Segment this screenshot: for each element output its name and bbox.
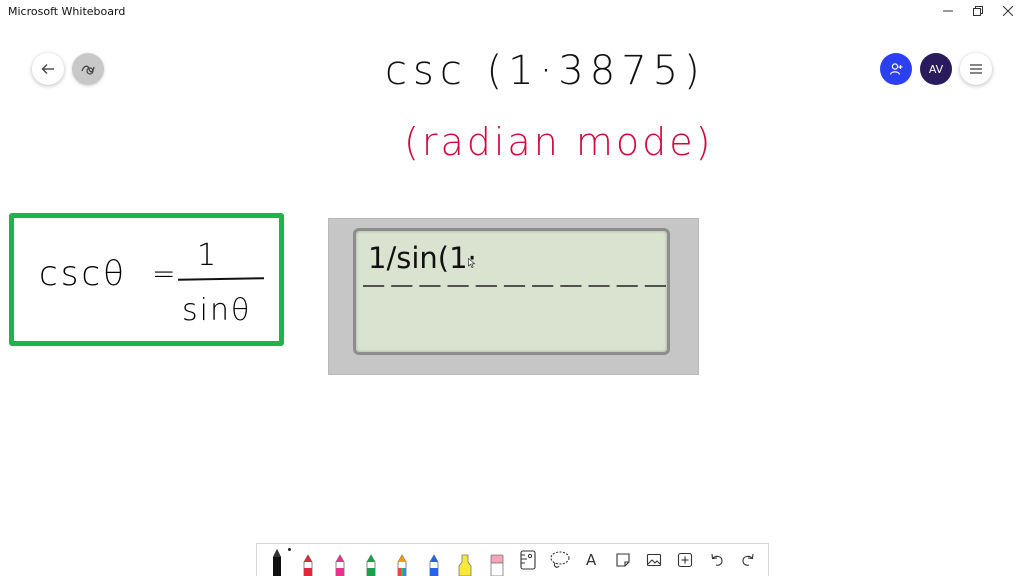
tool-insert[interactable]: [671, 544, 699, 576]
pen-icon: [429, 554, 439, 576]
tool-eraser[interactable]: [483, 544, 511, 576]
tool-pen-red[interactable]: [294, 544, 322, 576]
handwritten-mode-note: (radian mode): [404, 120, 714, 164]
formula-equals: =: [152, 257, 176, 290]
user-avatar[interactable]: AV: [920, 53, 952, 85]
handwritten-expression: csc (1·3875): [385, 48, 706, 94]
tool-ruler[interactable]: [514, 544, 542, 576]
formula-lhs: cscθ: [39, 254, 127, 294]
tool-highlighter-yellow[interactable]: [451, 544, 479, 576]
back-button[interactable]: [32, 53, 64, 85]
minimize-button[interactable]: [932, 0, 964, 22]
tool-undo[interactable]: [703, 544, 731, 576]
pen-icon: [335, 554, 344, 576]
invite-button[interactable]: [880, 53, 912, 85]
note-icon: [615, 553, 630, 567]
tool-redo[interactable]: [734, 544, 762, 576]
image-icon: [646, 553, 662, 567]
tool-text[interactable]: A: [577, 544, 605, 576]
fraction-bar: [177, 277, 265, 281]
close-icon: [1003, 6, 1013, 16]
tool-pen-blue[interactable]: [420, 544, 448, 576]
title-bar: Microsoft Whiteboard: [0, 0, 1024, 22]
pen-icon: [272, 549, 281, 576]
tool-pen-pink[interactable]: [326, 544, 354, 576]
pen-icon: [398, 554, 407, 576]
tool-image[interactable]: [640, 544, 668, 576]
app-title: Microsoft Whiteboard: [8, 5, 126, 18]
plus-box-icon: [678, 552, 693, 568]
calculator-screen: 1/sin(1·: [353, 228, 670, 355]
eraser-icon: [490, 554, 504, 576]
drawing-toolbar: A: [256, 543, 769, 576]
calculator-image[interactable]: 1/sin(1·: [328, 218, 699, 375]
pen-icon: [366, 554, 376, 576]
restore-icon: [973, 6, 983, 16]
invite-person-icon: [889, 63, 903, 75]
tool-pen-green[interactable]: [357, 544, 385, 576]
close-button[interactable]: [992, 0, 1024, 22]
ink-to-shape-icon: [81, 65, 95, 75]
hamburger-menu-icon: [970, 64, 982, 74]
calculator-dash-row: [363, 285, 666, 287]
calculator-input: 1/sin(1·: [368, 241, 477, 275]
undo-icon: [711, 553, 723, 566]
ruler-icon: [520, 550, 536, 570]
pen-icon: [303, 554, 313, 576]
mouse-cursor-icon: [468, 258, 476, 268]
tool-ballpoint-pen-black[interactable]: [263, 544, 291, 576]
redo-icon: [742, 553, 754, 566]
tool-sticky-note[interactable]: [609, 544, 637, 576]
minimize-icon: [943, 10, 953, 12]
formula-numerator: 1: [197, 238, 217, 273]
text-icon: A: [585, 551, 597, 569]
formula-box[interactable]: cscθ = 1 sinθ: [9, 213, 284, 346]
arrow-left-icon: [41, 64, 54, 74]
ink-to-shape-button[interactable]: [72, 53, 104, 85]
tool-pen-rainbow[interactable]: [388, 544, 416, 576]
highlighter-icon: [458, 554, 472, 576]
maximize-button[interactable]: [962, 0, 994, 22]
tool-lasso-select[interactable]: [546, 544, 574, 576]
lasso-icon: [550, 551, 570, 568]
formula-denominator: sinθ: [182, 293, 252, 328]
menu-button[interactable]: [960, 53, 992, 85]
